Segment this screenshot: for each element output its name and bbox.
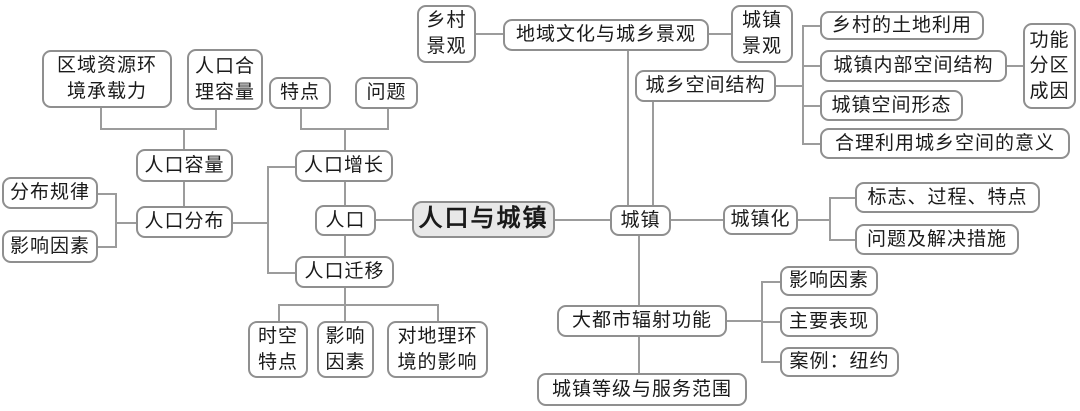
node-reasonable-capacity: 人口合 理容量 xyxy=(187,49,263,110)
node-regional-capacity: 区域资源环 境承载力 xyxy=(42,50,172,108)
connector-line xyxy=(802,25,804,145)
connector-line xyxy=(267,272,295,274)
node-town-hierarchy: 城镇等级与服务范围 xyxy=(537,373,747,406)
node-radiation-factors: 影响因素 xyxy=(780,266,878,296)
node-urbanization-marks: 标志、过程、特点 xyxy=(855,182,1040,213)
node-urban-internal-structure: 城镇内部空间结构 xyxy=(820,50,1007,82)
connector-line xyxy=(776,85,802,87)
node-population-distribution: 人口分布 xyxy=(136,206,233,238)
node-population-capacity: 人口容量 xyxy=(136,149,233,182)
node-urbanization-problems: 问题及解决措施 xyxy=(855,224,1019,255)
connector-line xyxy=(727,320,761,322)
node-rural-land-use: 乡村的土地利用 xyxy=(820,11,984,40)
node-growth-features: 特点 xyxy=(269,77,331,109)
connector-line xyxy=(802,65,820,67)
node-population: 人口 xyxy=(315,205,376,236)
connector-line xyxy=(344,288,346,305)
connector-line xyxy=(215,110,217,129)
node-urban-rural-structure: 城乡空间结构 xyxy=(635,70,776,102)
connector-line xyxy=(376,219,412,221)
connector-line xyxy=(115,222,136,224)
connector-line xyxy=(652,102,654,206)
connector-line xyxy=(115,193,117,248)
connector-line xyxy=(761,281,780,283)
node-radiation-case: 案例：纽约 xyxy=(780,347,899,377)
node-urban-spatial-form: 城镇空间形态 xyxy=(820,90,963,121)
connector-line xyxy=(100,108,102,129)
connector-line xyxy=(344,236,346,256)
connector-line xyxy=(233,222,267,224)
connector-line xyxy=(829,197,831,241)
root-node: 人口与城镇 xyxy=(412,201,555,238)
node-migration-factors: 影响 因素 xyxy=(317,321,374,378)
connector-line xyxy=(761,361,780,363)
connector-line xyxy=(183,128,185,149)
node-urbanization: 城镇化 xyxy=(723,205,798,235)
connector-line xyxy=(267,166,295,168)
node-distribution-factors: 影响因素 xyxy=(2,230,98,263)
connector-line xyxy=(278,304,280,321)
connector-line xyxy=(829,197,855,199)
connector-line xyxy=(387,109,389,129)
connector-line xyxy=(627,51,629,206)
node-functional-zone-causes: 功能 分区 成因 xyxy=(1023,23,1076,109)
connector-line xyxy=(671,219,723,221)
connector-line xyxy=(98,193,115,195)
node-urban-landscape: 城镇 景观 xyxy=(731,5,793,63)
node-migration-spatiotemporal: 时空 特点 xyxy=(248,321,308,378)
connector-line xyxy=(638,236,640,305)
node-population-growth: 人口增长 xyxy=(295,150,393,182)
connector-line xyxy=(802,143,820,145)
node-rural-landscape: 乡村 景观 xyxy=(417,5,476,63)
connector-line xyxy=(638,337,640,373)
connector-line xyxy=(1007,65,1023,67)
connector-line xyxy=(709,33,731,35)
connector-line xyxy=(761,321,780,323)
connector-line xyxy=(278,304,438,306)
node-distribution-rules: 分布规律 xyxy=(2,177,98,209)
connector-line xyxy=(100,128,217,130)
connector-line xyxy=(802,105,820,107)
node-migration-impact: 对地理环 境的影响 xyxy=(387,321,488,378)
connector-line xyxy=(437,304,439,321)
connector-line xyxy=(183,182,185,206)
connector-line xyxy=(344,128,346,150)
node-radiation-manifestations: 主要表现 xyxy=(780,307,878,337)
connector-line xyxy=(555,219,610,221)
node-rational-space-use: 合理利用城乡空间的意义 xyxy=(820,128,1070,159)
node-town: 城镇 xyxy=(610,205,671,236)
connector-line xyxy=(829,239,855,241)
connector-line xyxy=(798,219,829,221)
connector-line xyxy=(344,304,346,321)
node-growth-problems: 问题 xyxy=(355,77,418,109)
connector-line xyxy=(802,25,820,27)
node-population-migration: 人口迁移 xyxy=(295,256,394,288)
connector-line xyxy=(98,246,115,248)
connector-line xyxy=(344,182,346,205)
connector-line xyxy=(300,109,302,129)
connector-line xyxy=(267,166,269,273)
node-regional-culture: 地域文化与城乡景观 xyxy=(503,19,709,51)
node-metropolis-radiation: 大都市辐射功能 xyxy=(557,305,727,337)
connector-line xyxy=(476,33,503,35)
